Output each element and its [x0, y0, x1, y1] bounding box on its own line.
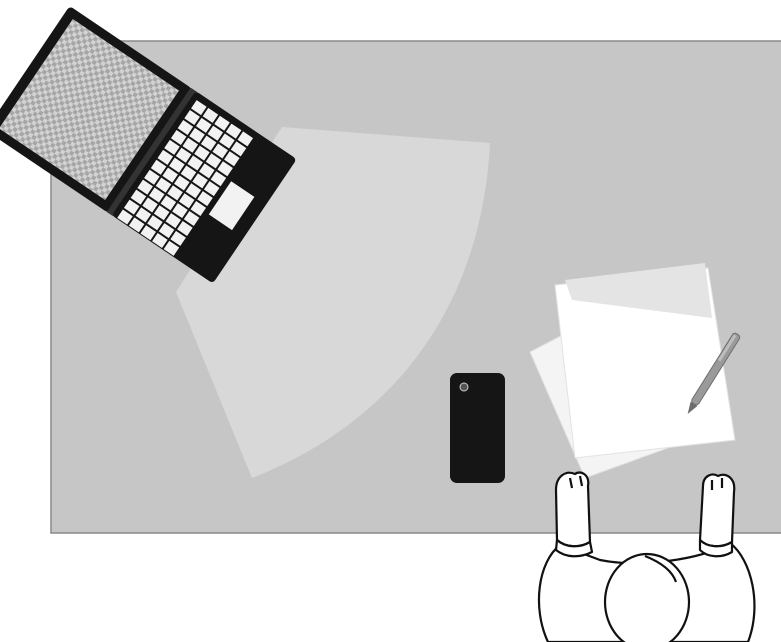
person-head — [605, 554, 689, 642]
person-right-arm — [700, 474, 734, 546]
phone-camera-icon — [460, 383, 468, 391]
person-left-arm — [556, 473, 590, 547]
smartphone-icon — [450, 373, 505, 483]
